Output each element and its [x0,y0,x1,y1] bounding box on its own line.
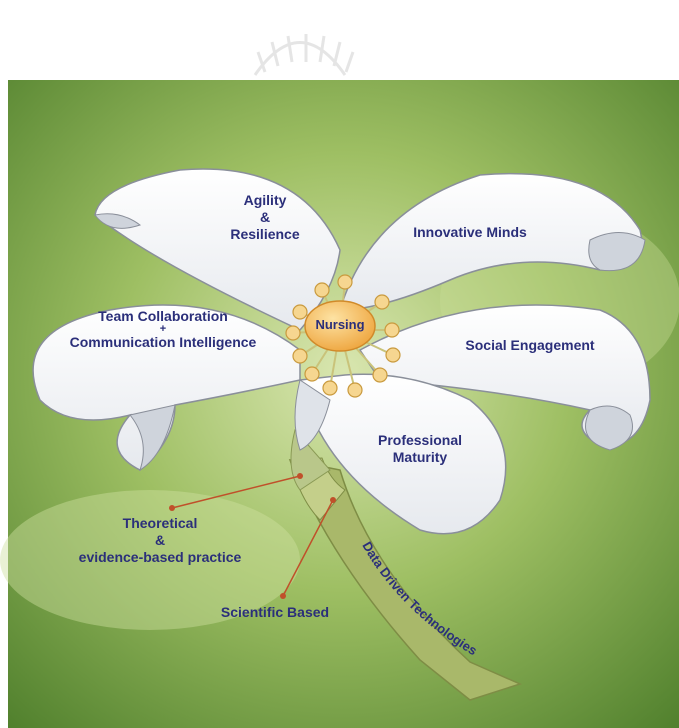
label-team-communication: Team Collaboration + Communication Intel… [48,308,278,351]
label-communication-intelligence: Communication Intelligence [48,334,278,351]
label-theoretical-line2: & [50,532,270,549]
label-theoretical: Theoretical & evidence-based practice [50,515,270,566]
label-scientific-based: Scientific Based [205,604,345,621]
label-agility-resilience: Agility & Resilience [215,192,315,243]
label-plus: + [48,325,278,334]
label-innovative-minds: Innovative Minds [390,224,550,241]
label-maturity: Maturity [355,449,485,466]
label-professional: Professional [355,432,485,449]
label-agility: Agility [215,192,315,209]
label-professional-maturity: Professional Maturity [355,432,485,466]
center-label: Nursing [305,317,375,332]
label-theoretical-line3: evidence-based practice [50,549,270,566]
label-theoretical-line1: Theoretical [50,515,270,532]
label-social-engagement: Social Engagement [450,337,610,354]
label-resilience: Resilience [215,226,315,243]
label-ampersand: & [215,209,315,226]
